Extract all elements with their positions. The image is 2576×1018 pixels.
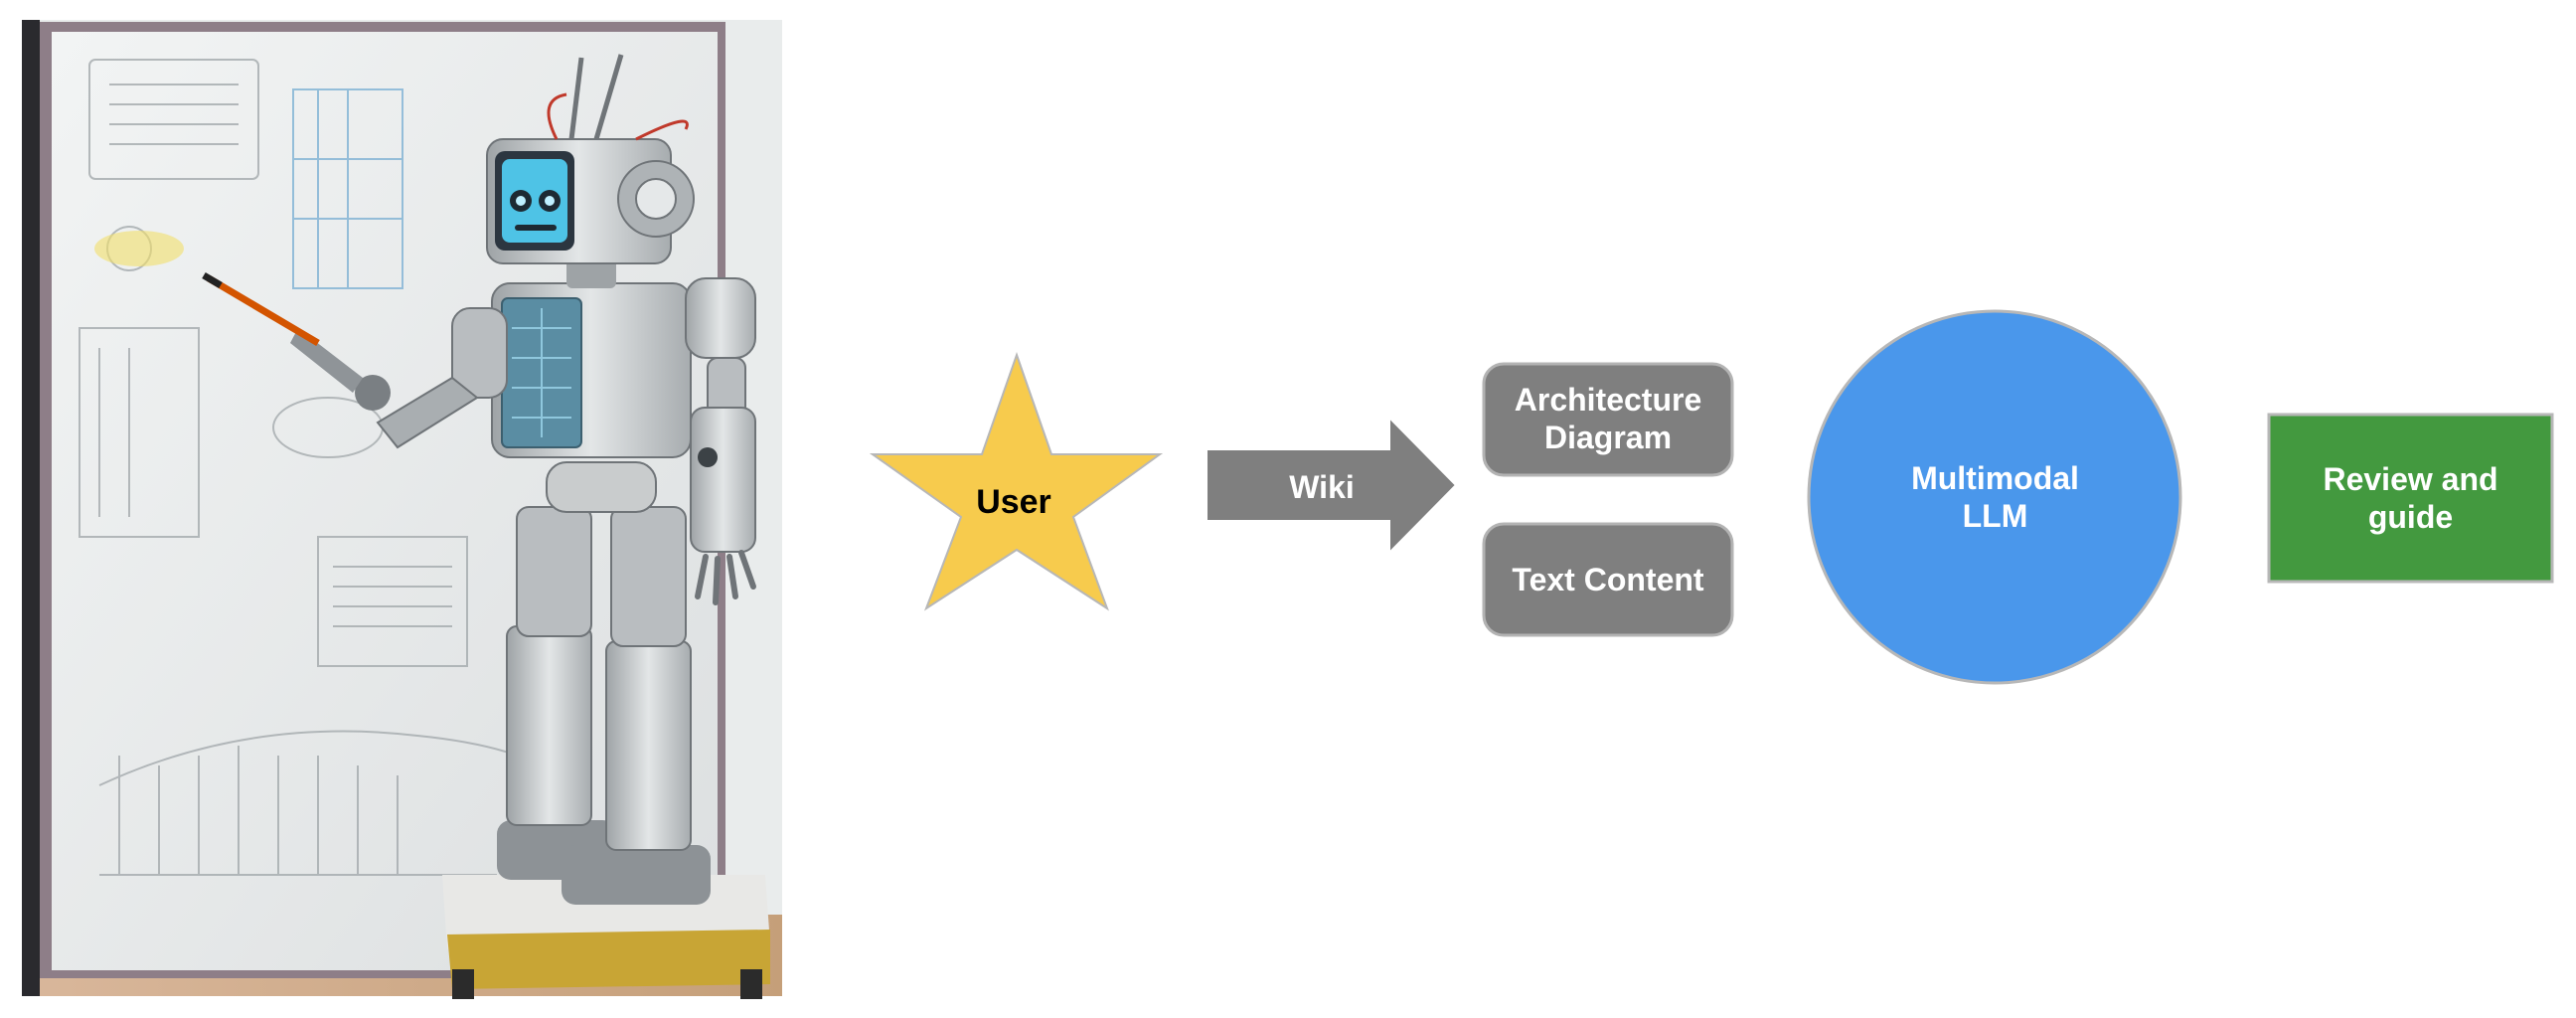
user-label: User [976,482,1051,521]
review-and-guide-label: Review and guide [2323,460,2498,535]
review-and-guide-shape [2267,413,2554,584]
text-content-shape [1482,522,1734,637]
user-star-shape [869,351,1164,611]
architecture-diagram-shape [1482,362,1734,477]
wiki-label: Wiki [1289,468,1355,505]
robot-whiteboard-illustration [22,20,782,999]
multimodal-llm-label: Multimodal LLM [1911,459,2079,534]
multimodal-llm-circle-shape [1807,309,2182,685]
wiki-arrow-shape [1206,415,1458,556]
text-content-label: Text Content [1512,561,1704,597]
architecture-diagram-label: Architecture Diagram [1514,381,1702,455]
